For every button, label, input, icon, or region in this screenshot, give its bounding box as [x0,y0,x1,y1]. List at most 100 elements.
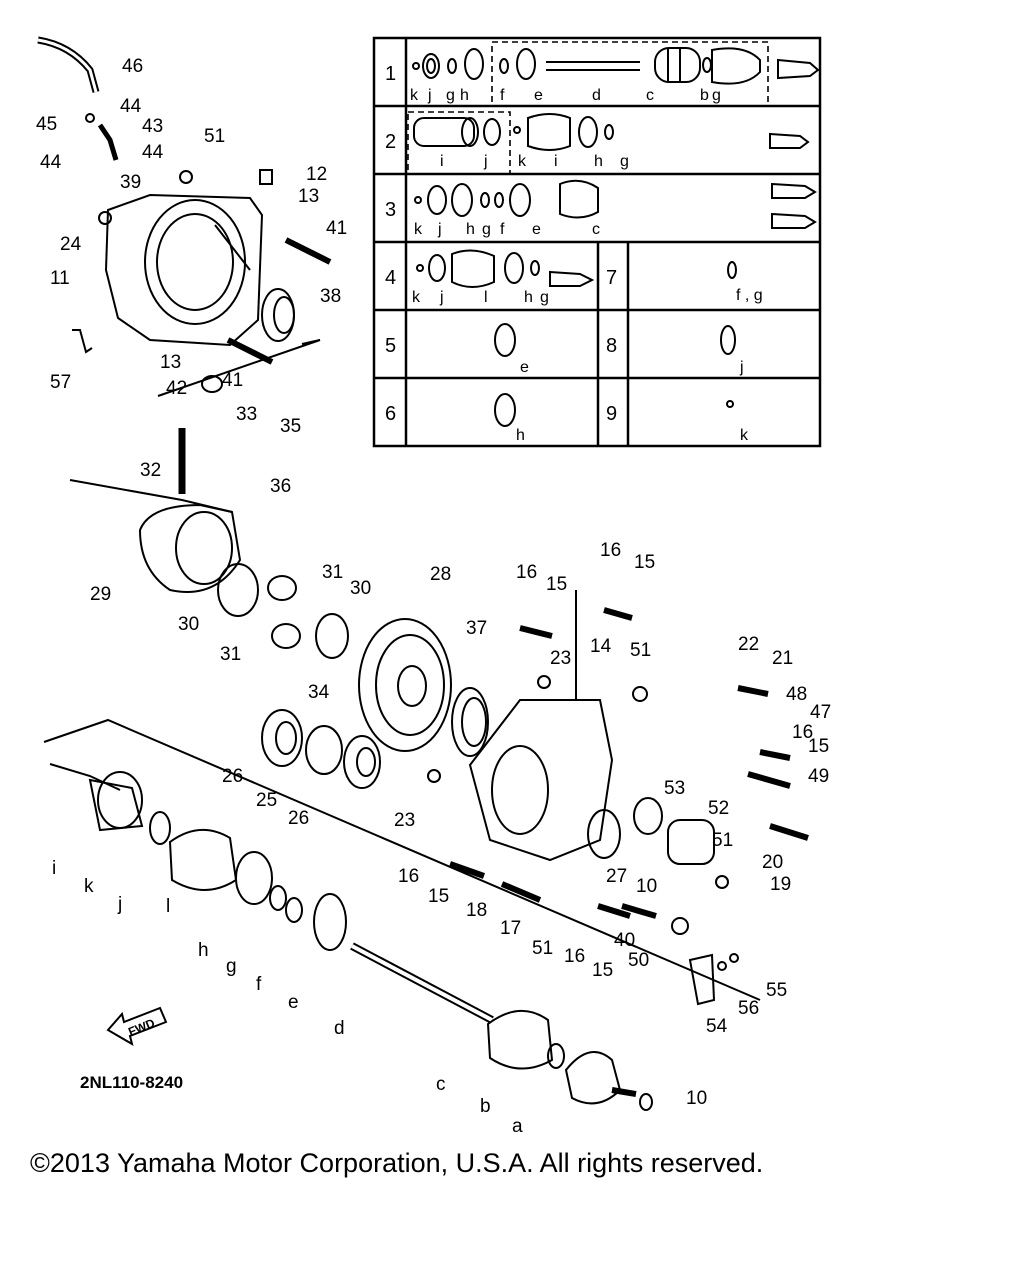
row-num: 1 [385,63,396,85]
row-num: 5 [385,335,396,357]
row3-letter: j [437,221,442,238]
callout-letter: f [256,974,262,995]
row1-letter: g [712,87,721,104]
callout: 14 [590,636,612,657]
callout: 34 [308,682,330,703]
callout: 15 [634,552,655,573]
callout: 52 [708,798,729,819]
callout: 40 [614,930,635,951]
row2-letter: j [483,153,488,170]
callout: 44 [142,142,164,163]
callout: 50 [628,950,649,971]
callout: 15 [592,960,613,981]
row1-letter: f [500,87,505,104]
row1-letter: d [592,87,601,104]
callout: 31 [220,644,241,665]
row-num: 3 [385,199,396,221]
callout: 47 [810,702,831,723]
row4-letter: j [439,289,444,306]
row2-letter: i [554,153,558,170]
callout-letter: k [84,876,94,897]
row3-letter: k [414,221,423,238]
callout-letter: c [436,1074,446,1095]
callout-letter: i [52,858,56,879]
callout: 57 [50,372,71,393]
row1-letter: e [534,87,543,104]
callout-letter: a [512,1116,523,1137]
callout: 23 [550,648,571,669]
callout: 12 [306,164,327,185]
callout: 53 [664,778,685,799]
callout-letter: h [198,940,209,961]
row-num: 9 [606,403,617,425]
copyright-notice: ©2013 Yamaha Motor Corporation, U.S.A. A… [30,1148,764,1178]
row3-letter: e [532,221,541,238]
row2-letter: h [594,153,603,170]
callout-letter: b [480,1096,491,1117]
callout: 46 [122,56,143,77]
row2-letter: i [440,153,444,170]
callout: 39 [120,172,141,193]
row-num: 6 [385,403,396,425]
callout: 30 [178,614,199,635]
callout: 44 [120,96,142,117]
inset-row-numbers: 1 2 3 4 5 6 7 8 9 [385,63,617,425]
row4-letter: k [412,289,421,306]
row1-letter: h [460,87,469,104]
inset-parts-table [372,36,822,448]
callout: 41 [326,218,347,239]
callout: 21 [772,648,793,669]
callout: 11 [50,268,70,289]
row-num: 7 [606,267,617,289]
callout: 15 [808,736,829,757]
row1-letter: g [446,87,455,104]
row-num: 8 [606,335,617,357]
row3-letter: f [500,221,505,238]
row1-letter: b [700,87,709,104]
row1-letter: c [646,87,654,104]
row3-letter: h [466,221,475,238]
row8-letter: j [739,359,744,376]
row5-letter: e [520,359,529,376]
row-num: 2 [385,131,396,153]
callout: 17 [500,918,521,939]
callout: 27 [606,866,627,887]
callout: 28 [430,564,451,585]
callout: 37 [466,618,487,639]
callout: 55 [766,980,787,1001]
callout: 16 [792,722,813,743]
callout: 15 [428,886,449,907]
inset-letters: k j g h f e d c b g i j k i h g k j h g … [410,87,763,444]
callout-letter: d [334,1018,345,1039]
callout: 45 [36,114,57,135]
callout: 15 [546,574,567,595]
callout: 25 [256,790,277,811]
callout: 30 [350,578,371,599]
callout: 35 [280,416,301,437]
drawing-linework [37,36,809,1111]
callout-letter: j [117,894,122,915]
row1-letter: k [410,87,419,104]
callout: 20 [762,852,783,873]
callout: 29 [90,584,111,605]
callout: 16 [398,866,419,887]
row3-letter: g [482,221,491,238]
row6-letter: h [516,427,525,444]
callout: 16 [564,946,585,967]
callout: 36 [270,476,291,497]
callout-labels: 46 44 45 44 43 44 39 51 12 13 41 24 11 3… [36,56,831,1137]
callout: 13 [298,186,319,207]
callout: 38 [320,286,341,307]
row3-letter: c [592,221,600,238]
callout: 16 [600,540,621,561]
row4-letter: l [484,289,488,306]
callout: 22 [738,634,759,655]
row9-letter: k [740,427,749,444]
row-num: 4 [385,267,396,289]
callout: 23 [394,810,415,831]
diagram-code: 2NL110-8240 [80,1073,183,1092]
row4-letter: g [540,289,549,306]
callout: 51 [204,126,225,147]
callout: 44 [40,152,62,173]
